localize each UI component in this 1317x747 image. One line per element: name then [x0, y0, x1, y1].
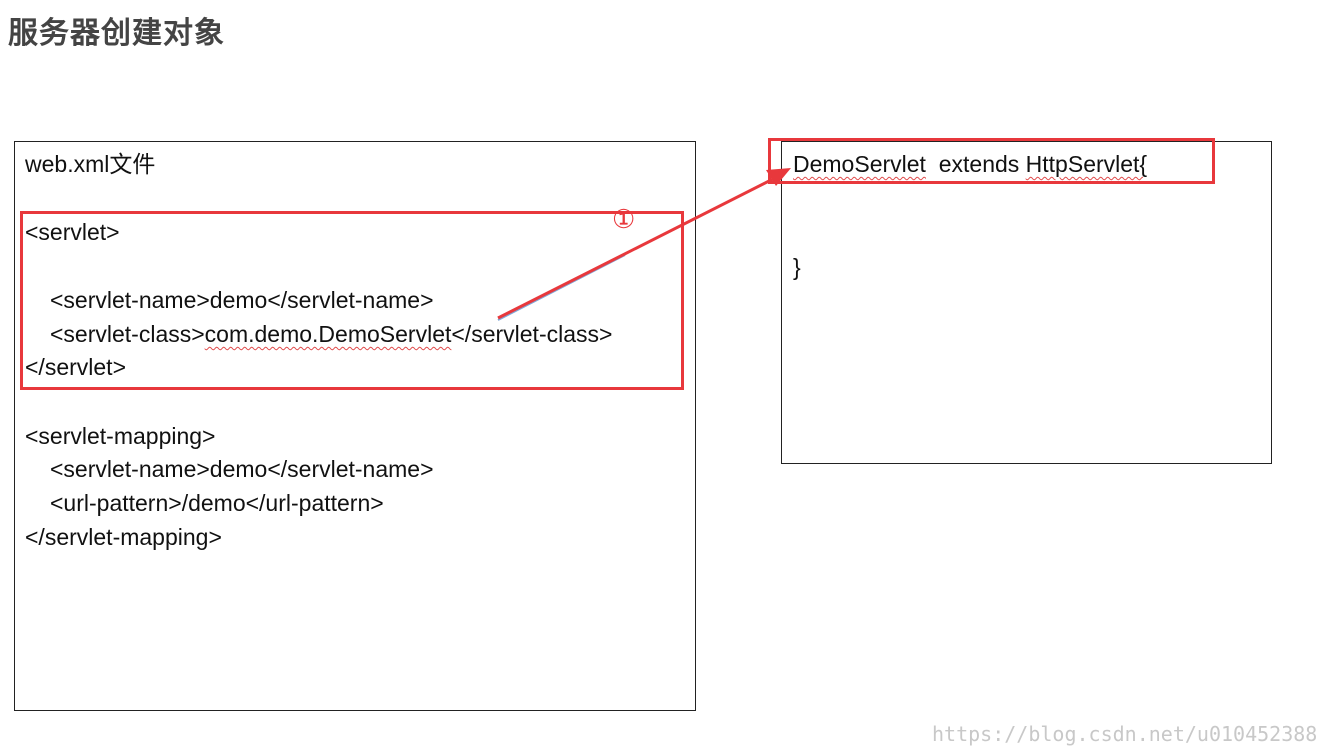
step-marker: ①: [612, 205, 636, 235]
servlet-class-open-tag: <servlet-class>: [50, 321, 205, 347]
servlet-class-close-tag: </servlet-class>: [451, 321, 613, 347]
class-declaration-line: DemoServlet extends HttpServlet{: [793, 150, 1147, 178]
page-title: 服务器创建对象: [8, 16, 225, 51]
servlet-highlight-box: [20, 211, 684, 390]
java-class-panel: [781, 141, 1272, 464]
servlet-mapping-close-tag: </servlet-mapping>: [25, 524, 222, 550]
mapping-servlet-name-line: <servlet-name>demo</servlet-name>: [50, 456, 434, 482]
class-highlight-box: [768, 138, 1215, 184]
servlet-open-tag: <servlet>: [25, 219, 120, 245]
servlet-close-tag: </servlet>: [25, 354, 126, 380]
servlet-class-line: <servlet-class>com.demo.DemoServlet</ser…: [50, 320, 612, 348]
url-pattern-line: <url-pattern>/demo</url-pattern>: [50, 490, 384, 516]
class-name: DemoServlet: [793, 151, 926, 177]
servlet-name-line: <servlet-name>demo</servlet-name>: [50, 287, 434, 313]
servlet-mapping-open-tag: <servlet-mapping>: [25, 423, 216, 449]
watermark: https://blog.csdn.net/u010452388: [932, 722, 1317, 746]
servlet-class-value: com.demo.DemoServlet: [204, 321, 452, 347]
web-xml-heading: web.xml文件: [25, 151, 156, 177]
parent-class: HttpServlet{: [1025, 151, 1148, 177]
closing-brace: }: [793, 254, 801, 280]
extends-keyword: extends: [938, 151, 1020, 177]
